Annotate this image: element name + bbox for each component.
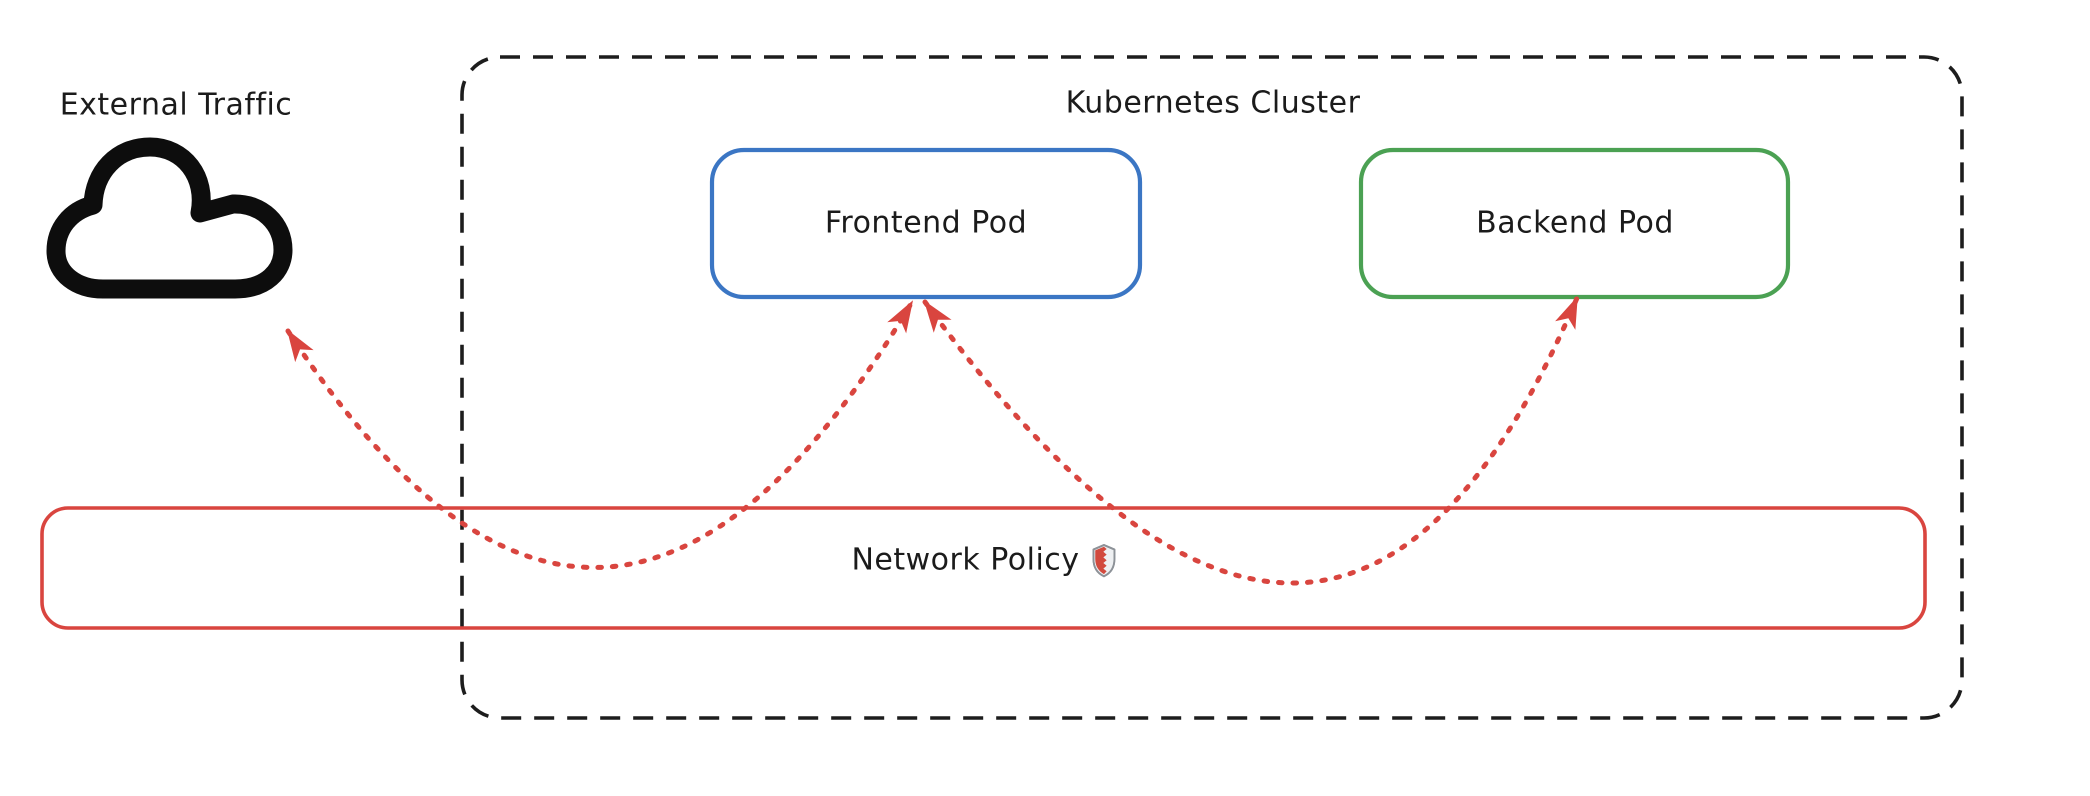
kubernetes-cluster-boundary xyxy=(460,55,1964,720)
shield-icon xyxy=(1092,543,1116,577)
external-traffic-label: External Traffic xyxy=(60,88,293,123)
backend-pod-text: Backend Pod xyxy=(1476,205,1674,241)
frontend-pod-label: Frontend Pod xyxy=(825,206,1027,241)
kubernetes-cluster-label: Kubernetes Cluster xyxy=(1066,86,1361,121)
frontend-pod-text: Frontend Pod xyxy=(824,205,1028,241)
arrow-frontend-backend xyxy=(922,295,1580,586)
external-traffic-text: External Traffic xyxy=(59,87,293,123)
arrow-external-frontend xyxy=(285,299,915,570)
network-policy-label: Network Policy xyxy=(851,543,1116,578)
kubernetes-cluster-text: Kubernetes Cluster xyxy=(1065,85,1361,121)
network-policy-text: Network Policy xyxy=(851,542,1080,578)
cloud-icon xyxy=(46,137,293,299)
network-policy-box xyxy=(40,506,1927,630)
backend-pod-label: Backend Pod xyxy=(1476,206,1674,241)
